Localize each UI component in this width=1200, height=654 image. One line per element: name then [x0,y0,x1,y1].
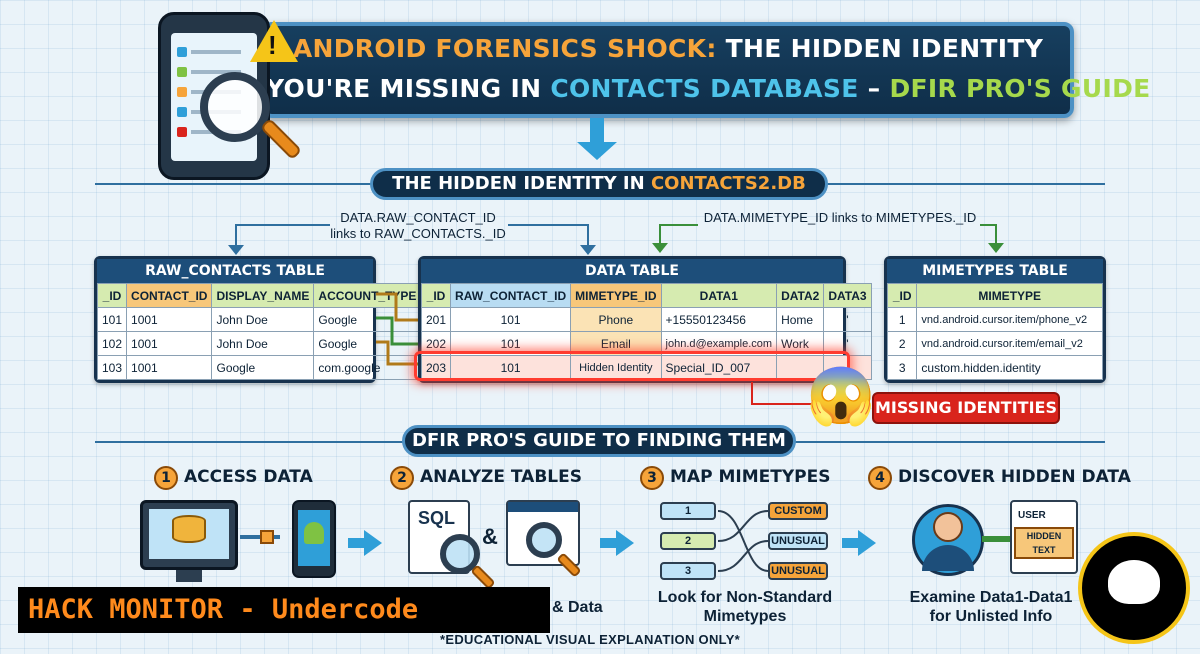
octopus-logo-icon [1078,532,1190,644]
table-row: 101 1001 John Doe Google [96,307,422,332]
title-line-1: ANDROID FORENSICS SHOCK: THE HIDDEN IDEN… [266,34,1070,63]
ampersand: & [482,524,498,549]
table-row: 201 101 Phone +15550123456 Home ' [420,307,872,332]
table-row: 1 vnd.android.cursor.item/phone_v2 [886,307,1103,332]
title-part-hidden-identity: THE HIDDEN IDENTITY [725,34,1044,63]
title-part-guide: DFIR PRO'S GUIDE [889,74,1151,103]
raw-contacts-title: RAW_CONTACTS TABLE [97,259,373,283]
table-row: 2 vnd.android.cursor.item/email_v2 [886,331,1103,356]
title-part-contacts-db: CONTACTS DATABASE [550,74,859,103]
table-header-row: _ID MIMETYPE [886,283,1103,308]
link-note-raw-contact: DATA.RAW_CONTACT_ID links to RAW_CONTACT… [330,210,506,241]
mimetypes-title: MIMETYPES TABLE [887,259,1103,283]
link-connectors [228,224,1004,255]
hidden-row-highlight [414,351,850,381]
arrow-right-icon [616,530,634,556]
table-row: 3 custom.hidden.identity [886,355,1103,380]
mimetype-id-box: 3 [660,562,716,580]
usb-connector-icon [260,530,274,544]
unusual-badge: UNUSUAL [768,532,828,550]
watermark-banner: HACK MONITOR - Undercode [18,587,550,633]
mimetype-id-box: 2 [660,532,716,550]
raw-contacts-table: RAW_CONTACTS TABLE _ID CONTACT_ID DISPLA… [94,256,422,383]
title-line-2: YOU'RE MISSING IN CONTACTS DATABASE – DF… [266,74,1150,103]
down-arrow-shaft [590,118,604,144]
step-2-caption: & Data [552,599,603,616]
title-part-missing: YOU'RE MISSING IN [266,74,542,103]
title-part-shock: ANDROID FORENSICS SHOCK: [292,34,717,63]
table-header-row: _ID RAW_CONTACT_ID MIMETYPE_ID DATA1 DAT… [420,283,872,308]
missing-identities-badge: MISSING IDENTITIES [872,392,1060,424]
step-3-caption: Look for Non-Standard Mimetypes [657,589,833,625]
step-4-caption: Examine Data1-Data1 for Unlisted Info [909,589,1073,625]
android-icon [304,522,324,544]
unusual-badge: UNUSUAL [768,562,828,580]
hidden-data-card: USER HIDDEN TEXT [1010,500,1078,574]
warning-icon [250,20,298,62]
table-row: 102 1001 John Doe Google [96,331,422,356]
database-icon [172,515,206,543]
section2-header: DFIR PRO'S GUIDE TO FINDING THEM [402,425,796,457]
magnifier-icon [440,534,480,574]
mapping-lines [717,510,769,572]
alert-connector [751,382,826,405]
reveal-arrow [982,536,1012,542]
footer-disclaimer: *EDUCATIONAL VISUAL EXPLANATION ONLY* [440,632,741,647]
table-connector [376,292,420,366]
title-banner: ANDROID FORENSICS SHOCK: THE HIDDEN IDEN… [262,22,1150,118]
mimetype-id-box: 1 [660,502,716,520]
link-note-mimetype: DATA.MIMETYPE_ID links to MIMETYPES._ID [703,210,977,225]
magnifier-icon [200,72,270,142]
title-dash: – [867,74,881,103]
arrow-right-icon [858,530,876,556]
custom-badge: CUSTOM [768,502,828,520]
down-arrow-icon [577,142,617,160]
section1-header: THE HIDDEN IDENTITY IN CONTACTS2.DB [370,168,828,200]
shocked-face-icon: 😱 [806,364,876,427]
table-header-row: _ID CONTACT_ID DISPLAY_NAME ACCOUNT_TYPE [96,283,422,308]
table-row: 103 1001 Google com.google [96,355,422,380]
data-table-title: DATA TABLE [421,259,843,283]
mimetypes-table: MIMETYPES TABLE _ID MIMETYPE 1 vnd.andro… [884,256,1106,383]
magnifier-icon [526,522,562,558]
arrow-right-icon [364,530,382,556]
